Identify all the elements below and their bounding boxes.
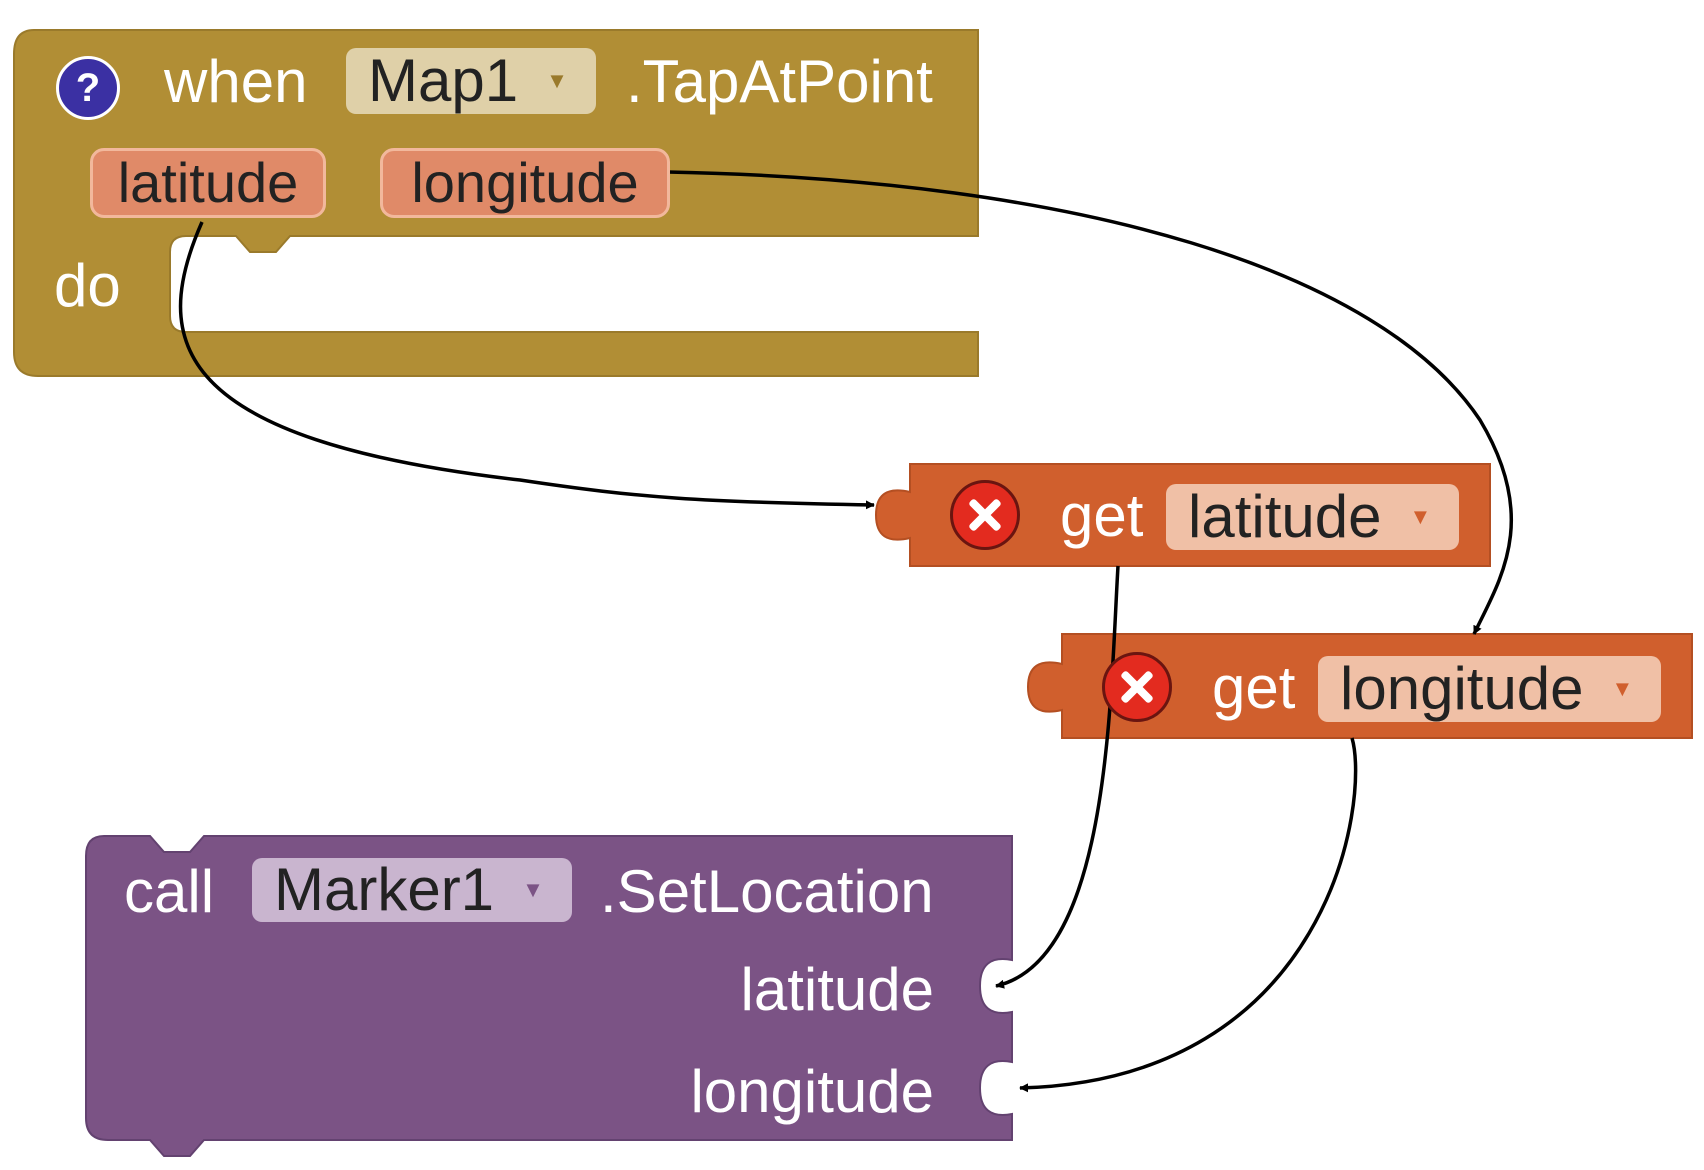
event-component-dropdown[interactable]: Map1 ▼	[346, 48, 596, 114]
dropdown-arrow-icon: ▼	[546, 68, 568, 93]
get-longitude-keyword: get	[1212, 654, 1296, 721]
call-component-dropdown[interactable]: Marker1 ▼	[252, 858, 572, 922]
arrow-longitude-to-get	[667, 170, 1514, 635]
get-latitude-variable-dropdown[interactable]: latitude ▼	[1166, 483, 1460, 550]
call-keyword: call	[124, 858, 215, 925]
get-longitude-variable-label: longitude	[1340, 655, 1584, 722]
get-latitude-keyword: get	[1060, 482, 1144, 549]
error-icon[interactable]	[1102, 652, 1172, 722]
event-keyword-do: do	[54, 252, 121, 319]
event-name: .TapAtPoint	[626, 48, 933, 115]
arrow-get-latitude-to-arg	[995, 565, 1120, 989]
arrow-get-longitude-to-arg	[1019, 737, 1358, 1093]
call-component-label: Marker1	[274, 856, 495, 923]
arrow-latitude-to-get	[178, 221, 875, 510]
call-method-name: .SetLocation	[600, 858, 934, 925]
dropdown-arrow-icon: ▼	[522, 877, 544, 902]
event-keyword-when: when	[164, 48, 308, 115]
call-arg-longitude: longitude	[690, 1058, 934, 1125]
get-longitude-variable-dropdown[interactable]: longitude ▼	[1318, 655, 1662, 722]
call-arg-latitude: latitude	[740, 956, 934, 1023]
error-icon[interactable]	[950, 480, 1020, 550]
dropdown-arrow-icon: ▼	[1611, 676, 1634, 701]
dropdown-arrow-icon: ▼	[1409, 504, 1432, 529]
event-component-label: Map1	[368, 47, 519, 114]
help-icon[interactable]: ?	[56, 56, 120, 120]
get-latitude-variable-label: latitude	[1188, 483, 1382, 550]
event-param-longitude[interactable]: longitude	[380, 148, 670, 218]
event-param-latitude[interactable]: latitude	[90, 148, 326, 218]
